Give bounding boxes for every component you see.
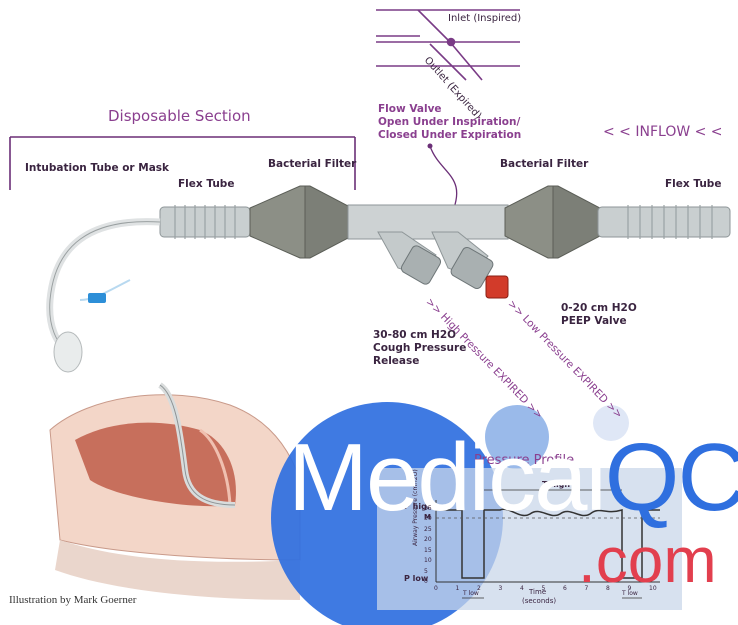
- x-tick-9: 9: [627, 585, 632, 592]
- bacterial-filter-left-label: Bacterial Filter: [268, 158, 357, 170]
- chart-xunit: (seconds): [522, 597, 557, 605]
- x-tick-8: 8: [606, 585, 610, 592]
- cough-release-label: 30-80 cm H2O Cough Pressure Release: [373, 329, 467, 367]
- watermark-text: MedicalQC: [288, 430, 738, 526]
- p-low-label: P low: [404, 574, 429, 583]
- x-tick-1: 1: [455, 585, 460, 592]
- pressure-profile-title: Pressure Profile: [474, 453, 575, 468]
- patient-illustration: [49, 382, 301, 600]
- pressure-profile-chart: [377, 468, 682, 610]
- inflow-label: < < INFLOW < <: [603, 124, 723, 140]
- chart-xlabel: Time: [529, 588, 547, 596]
- y-tick-35: 35: [424, 504, 432, 512]
- y-tick-15: 15: [424, 546, 432, 554]
- disposable-section-title: Disposable Section: [108, 107, 251, 125]
- y-tick-0: 0: [424, 578, 428, 585]
- x-tick-3: 3: [498, 585, 503, 592]
- x-tick-0: 0: [434, 585, 438, 592]
- x-tick-2: 2: [477, 585, 481, 592]
- flex-tube-right-label: Flex Tube: [665, 178, 722, 190]
- valve-schematic: [376, 9, 520, 81]
- watermark-part1: Medical: [288, 424, 607, 531]
- disposable-bracket: [9, 136, 356, 190]
- mean-label: M: [424, 513, 431, 521]
- x-tick-4: 4: [520, 585, 524, 592]
- pressure-arrows: [485, 405, 629, 469]
- circuit-assembly: [46, 185, 731, 373]
- flex-tube-left-label: Flex Tube: [178, 178, 235, 190]
- y-tick-20: 20: [424, 536, 432, 543]
- peep-valve-label: 0-20 cm H2O PEEP Valve: [561, 302, 637, 327]
- t-low-label-2: T low: [622, 590, 638, 597]
- y-tick-25: 25: [424, 525, 432, 533]
- intubation-label: Intubation Tube or Mask: [25, 162, 170, 174]
- bacterial-filter-right-label: Bacterial Filter: [500, 158, 589, 170]
- y-tick-5: 5: [424, 567, 428, 575]
- t-high-label: T high: [542, 480, 571, 489]
- x-tick-6: 6: [563, 585, 567, 592]
- p-high-label: P high: [404, 502, 433, 511]
- watermark-part2: QC: [604, 424, 738, 531]
- t-low-label: T low: [463, 590, 479, 597]
- x-tick-5: 5: [541, 585, 546, 592]
- y-tick-30: 30: [424, 515, 432, 522]
- inlet-label: Inlet (Inspired): [448, 13, 522, 24]
- watermark-domain: .com: [578, 524, 717, 596]
- flow-valve-label: Flow Valve Open Under Inspiration/ Close…: [378, 103, 522, 141]
- y-tick-10: 10: [424, 557, 432, 564]
- illustration-credit: Illustration by Mark Goerner: [9, 594, 137, 606]
- x-tick-10: 10: [649, 585, 657, 592]
- x-tick-7: 7: [584, 585, 589, 592]
- pointer-dot: [427, 143, 433, 149]
